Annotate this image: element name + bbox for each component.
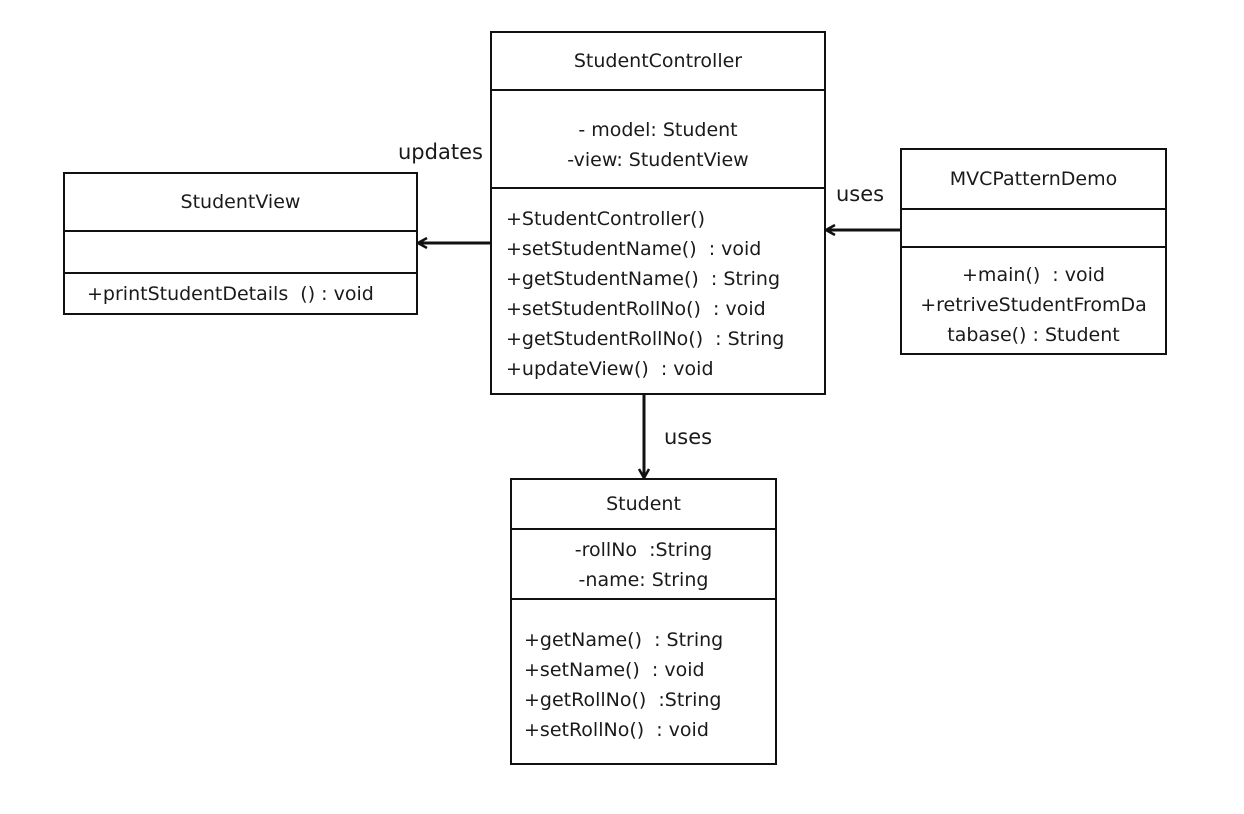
method: +getStudentName() : String bbox=[506, 268, 781, 290]
class-name: MVCPatternDemo bbox=[949, 168, 1118, 190]
method: +setName() : void bbox=[524, 659, 705, 681]
class-mvc-pattern-demo[interactable]: MVCPatternDemo +main() : void +retriveSt… bbox=[900, 148, 1167, 355]
method: +retriveStudentFromDa bbox=[920, 294, 1147, 316]
class-name: StudentView bbox=[180, 191, 301, 213]
attributes-section: - model: Student -view: StudentView bbox=[492, 89, 824, 187]
methods-section: +StudentController() +setStudentName() :… bbox=[492, 187, 824, 384]
attributes-section: -rollNo :String -name: String bbox=[512, 528, 775, 598]
attribute: -name: String bbox=[578, 569, 709, 591]
method: +main() : void bbox=[962, 264, 1105, 286]
method: +updateView() : void bbox=[506, 358, 714, 380]
method: +printStudentDetails () : void bbox=[87, 283, 374, 305]
methods-section: +main() : void +retriveStudentFromDa tab… bbox=[902, 246, 1165, 350]
attribute: -rollNo :String bbox=[574, 539, 713, 561]
uses-label-student: uses bbox=[664, 425, 713, 449]
class-student-controller[interactable]: StudentController - model: Student -view… bbox=[490, 31, 826, 395]
methods-section: +getName() : String +setName() : void +g… bbox=[512, 598, 775, 745]
method: +getRollNo() :String bbox=[524, 689, 722, 711]
method: +getName() : String bbox=[524, 629, 724, 651]
method: +setRollNo() : void bbox=[524, 719, 709, 741]
class-name: Student bbox=[606, 493, 681, 515]
method: +setStudentRollNo() : void bbox=[506, 298, 766, 320]
method: +setStudentName() : void bbox=[506, 238, 762, 260]
methods-section: +printStudentDetails () : void bbox=[65, 272, 416, 309]
attribute: - model: Student bbox=[578, 119, 738, 141]
attributes-section bbox=[65, 230, 416, 272]
class-student-view[interactable]: StudentView +printStudentDetails () : vo… bbox=[63, 172, 418, 315]
method: +getStudentRollNo() : String bbox=[506, 328, 785, 350]
method: tabase() : Student bbox=[947, 324, 1120, 346]
uses-label-demo: uses bbox=[836, 182, 885, 206]
class-student[interactable]: Student -rollNo :String -name: String +g… bbox=[510, 478, 777, 765]
attributes-section bbox=[902, 208, 1165, 246]
method: +StudentController() bbox=[506, 208, 705, 230]
updates-label: updates bbox=[398, 140, 483, 164]
attribute: -view: StudentView bbox=[567, 149, 749, 171]
class-name: StudentController bbox=[573, 50, 743, 72]
